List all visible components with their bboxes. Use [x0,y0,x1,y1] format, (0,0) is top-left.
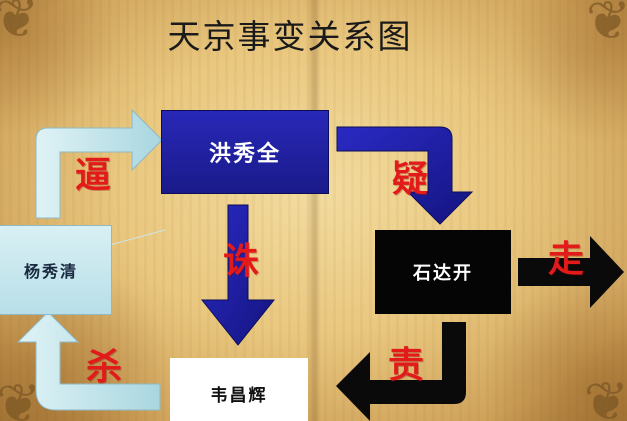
corner-ornament-bottom-left: ❦ [0,372,42,421]
corner-ornament-top-right: ❦ [585,0,627,52]
arrow-hong-to-wei [200,204,276,346]
node-hong-xiuquan: 洪秀全 [161,110,329,194]
paper-crease [307,0,321,421]
arrow-wei-to-yang [16,311,161,411]
arrow-shi-to-wei [336,322,466,421]
edge-label-hong-to-wei: 诛 [223,240,260,282]
edge-label-hong-to-shi: 疑 [392,158,429,200]
node-shi-dakai: 石达开 [375,230,511,314]
edge-label-shi-to-wei: 责 [388,344,425,386]
corner-ornament-top-left: ❦ [0,0,40,50]
edge-label-shi-out: 走 [548,238,585,280]
arrow-yang-to-hong [35,108,163,219]
edge-label-yang-to-hong: 逼 [75,154,112,196]
node-wei-changhui: 韦昌辉 [170,358,308,421]
arrow-hong-to-shi [336,126,474,225]
corner-ornament-bottom-right: ❦ [583,370,627,421]
diagram-title: 天京事变关系图 [167,17,413,56]
thin-connector-line [109,229,166,246]
edge-label-wei-to-yang: 杀 [86,346,123,388]
node-yang-xiuqing: 杨秀清 [0,225,112,315]
arrow-shi-out [518,236,624,308]
